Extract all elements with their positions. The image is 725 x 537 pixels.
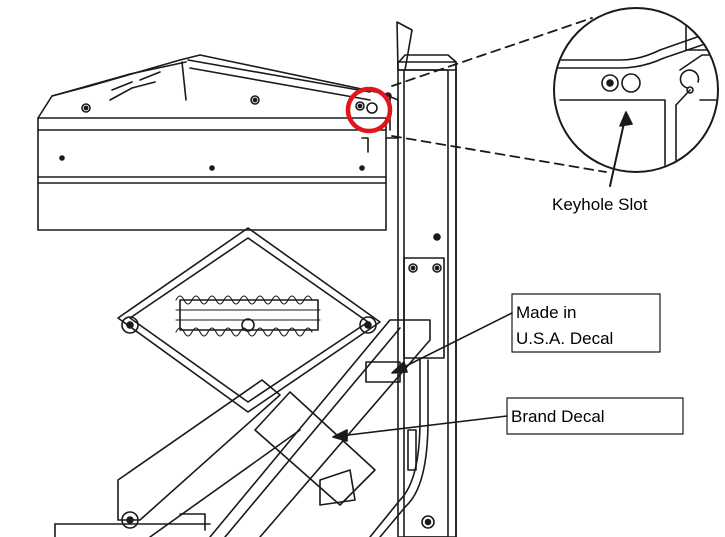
made-in-usa-label-line2: U.S.A. Decal	[516, 329, 613, 348]
detail-magnifier	[553, 7, 719, 187]
base-plate	[54, 513, 211, 537]
keyhole-slot-label: Keyhole Slot	[552, 195, 648, 214]
brand-decal-callout: Brand Decal	[332, 397, 684, 442]
top-tray	[37, 54, 399, 231]
side-housing	[369, 257, 445, 537]
keyhole-highlight-circle	[345, 86, 393, 134]
scissor-mechanism	[117, 227, 381, 537]
hinge-bracket	[355, 92, 392, 114]
vertical-frame	[396, 21, 457, 537]
zoom-lines	[391, 17, 607, 173]
made-in-usa-label-line1: Made in	[516, 303, 576, 322]
brand-decal-label: Brand Decal	[511, 407, 605, 426]
made-in-usa-callout: Made in U.S.A. Decal	[391, 293, 661, 374]
diagonal-arm	[209, 319, 431, 537]
